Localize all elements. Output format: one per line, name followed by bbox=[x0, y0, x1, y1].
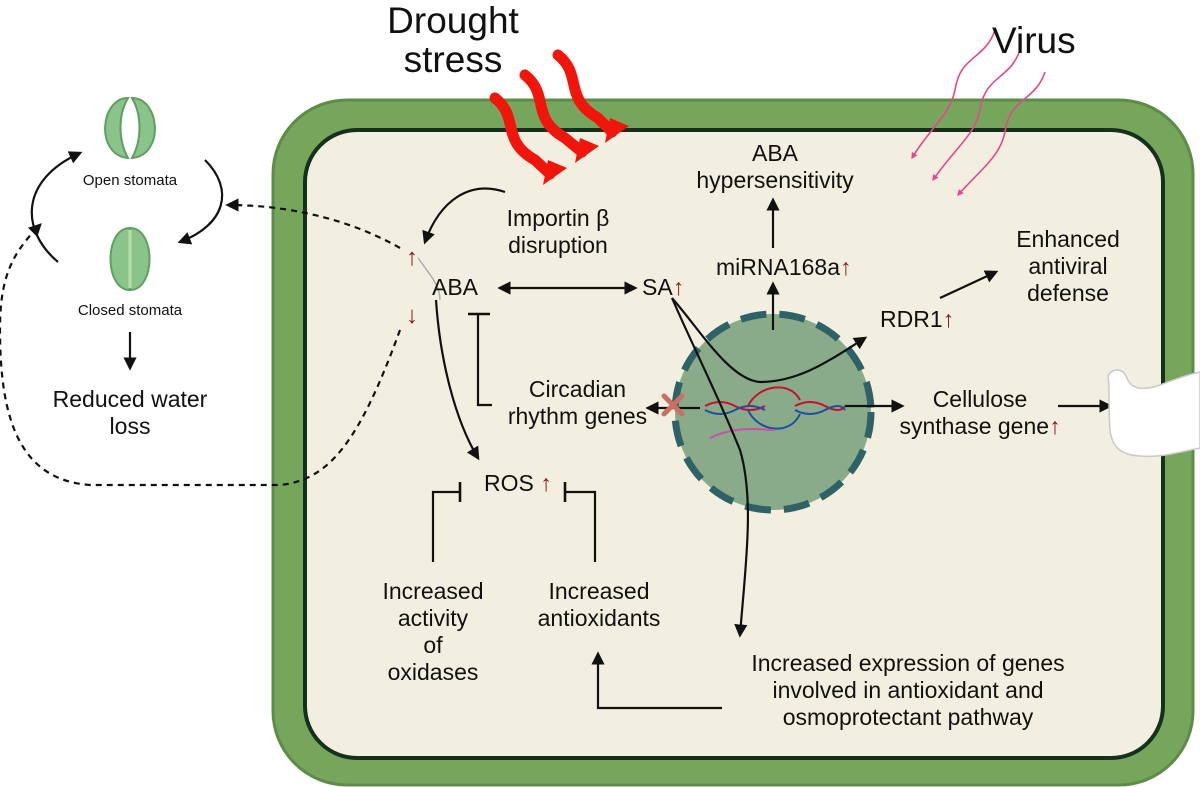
importin-line-1: Importin β bbox=[506, 205, 610, 231]
reduced-water-loss-label: Reduced water loss bbox=[30, 386, 230, 440]
rdr1-label: RDR1↑ bbox=[880, 306, 954, 333]
aba-up-arrow: ↑ bbox=[406, 244, 418, 271]
ros-text: ROS bbox=[484, 470, 534, 496]
expression-line-1: Increased expression of genes bbox=[751, 650, 1065, 676]
sa-label: SA↑ bbox=[642, 274, 684, 301]
antioxidants-line-1: Increased bbox=[548, 578, 650, 604]
aba-down-arrow: ↓ bbox=[406, 302, 418, 329]
oxidases-line-1: Increased bbox=[382, 578, 484, 604]
mirna-up-arrow: ↑ bbox=[840, 254, 852, 280]
inhibit-circadian-aba bbox=[476, 314, 492, 407]
arrow-rdr1-to-antiviral bbox=[939, 270, 999, 299]
open-stomata-icon bbox=[104, 96, 156, 160]
nucleus bbox=[671, 310, 875, 514]
flexed-arm-icon bbox=[1107, 369, 1200, 458]
arrow-importin-to-aba bbox=[422, 187, 506, 245]
cellulose-up-arrow: ↑ bbox=[1049, 413, 1061, 440]
ros-label: ROS ↑ bbox=[484, 470, 552, 497]
mirna-text: miRNA168a bbox=[716, 254, 840, 280]
oxidases-line-4: oxidases bbox=[387, 659, 479, 686]
gene-expression-label: Increased expression of genes involved i… bbox=[718, 650, 1098, 731]
outcome-line-2: loss bbox=[109, 413, 151, 440]
arrow-sa-to-expression bbox=[670, 297, 749, 638]
drought-line-2: stress bbox=[403, 38, 503, 80]
antiviral-label: Enhanced antiviral defense bbox=[1000, 226, 1136, 307]
sa-text: SA bbox=[642, 274, 673, 300]
cellulose-label: Cellulose synthase gene↑ bbox=[896, 386, 1064, 440]
aba-hyper-line-1: ABA bbox=[751, 140, 799, 166]
cellulose-text: synthase gene bbox=[899, 413, 1050, 440]
ros-up-arrow: ↑ bbox=[540, 470, 552, 496]
importin-label: Importin β disruption bbox=[478, 205, 638, 259]
aba-hyper-line-2: hypersensitivity bbox=[696, 167, 854, 194]
sa-up-arrow: ↑ bbox=[672, 274, 685, 300]
drought-arrowheads bbox=[543, 118, 629, 185]
outcome-line-1: Reduced water bbox=[52, 386, 208, 412]
dotted-arrow-aba-to-stomata bbox=[225, 198, 401, 249]
dna-icon bbox=[704, 386, 846, 439]
mirna-label: miRNA168a↑ bbox=[716, 254, 852, 281]
aba-hypersensitivity-label: ABA hypersensitivity bbox=[680, 140, 870, 194]
expression-line-3: osmoprotectant pathway bbox=[782, 704, 1034, 731]
aba-label: ABA bbox=[432, 274, 479, 300]
rdr1-text: RDR1 bbox=[880, 306, 943, 332]
importin-line-2: disruption bbox=[508, 232, 608, 259]
cellulose-line-1: Cellulose bbox=[932, 386, 1028, 412]
cellulose-line-2: synthase gene↑ bbox=[896, 413, 1064, 440]
circadian-label: Circadian rhythm genes bbox=[490, 376, 665, 430]
arrow-expression-to-antioxidants bbox=[591, 651, 722, 710]
drought-stress-arrows bbox=[489, 49, 618, 180]
antiviral-line-1: Enhanced bbox=[1016, 226, 1120, 252]
antioxidants-label: Increased antioxidants bbox=[518, 578, 680, 632]
antiviral-line-2: antiviral bbox=[1028, 253, 1108, 280]
virus-label: Virus bbox=[992, 20, 1076, 61]
antiviral-line-3: defense bbox=[1027, 280, 1109, 307]
expression-line-2: involved in antioxidant and bbox=[772, 677, 1044, 704]
circadian-line-1: Circadian bbox=[528, 376, 627, 402]
oxidases-line-2: activity bbox=[397, 605, 469, 632]
aba-connector bbox=[417, 257, 441, 301]
drought-line-1: Drought bbox=[387, 0, 519, 41]
rdr1-up-arrow: ↑ bbox=[942, 306, 955, 332]
arrow-sa-to-rdr1 bbox=[671, 297, 868, 384]
cycle-arrow-left bbox=[30, 151, 83, 263]
closed-stomata-icon bbox=[109, 226, 151, 292]
antioxidants-line-2: antioxidants bbox=[537, 605, 661, 632]
drought-stress-label: Drought stress bbox=[373, 0, 533, 80]
oxidases-line-3: of bbox=[423, 632, 443, 659]
arrow-aba-to-ros bbox=[434, 299, 480, 461]
oxidases-label: Increased activity of oxidases bbox=[365, 578, 501, 687]
inhibit-ros-oxidases bbox=[431, 490, 460, 562]
dotted-arrow-loop bbox=[0, 223, 402, 487]
virus-arrows bbox=[911, 29, 1046, 196]
open-stomata-label: Open stomata bbox=[82, 172, 178, 189]
inhibit-ros-antioxidants bbox=[565, 490, 597, 562]
circadian-line-2: rhythm genes bbox=[507, 403, 648, 430]
inhibit-x-icon bbox=[661, 393, 685, 417]
closed-stomata-label: Closed stomata bbox=[77, 302, 183, 319]
cycle-arrow-right bbox=[177, 159, 224, 245]
